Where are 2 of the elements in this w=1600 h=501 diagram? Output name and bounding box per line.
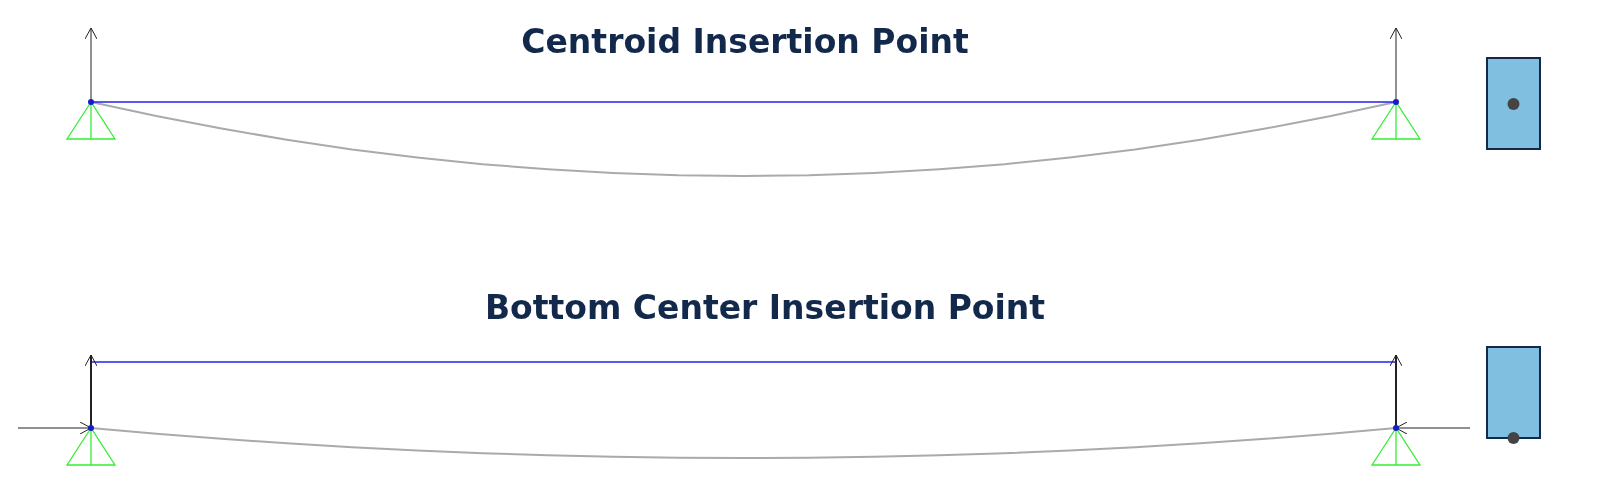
panel-heading: Centroid Insertion Point bbox=[521, 22, 969, 61]
panel-heading: Bottom Center Insertion Point bbox=[484, 288, 1046, 327]
